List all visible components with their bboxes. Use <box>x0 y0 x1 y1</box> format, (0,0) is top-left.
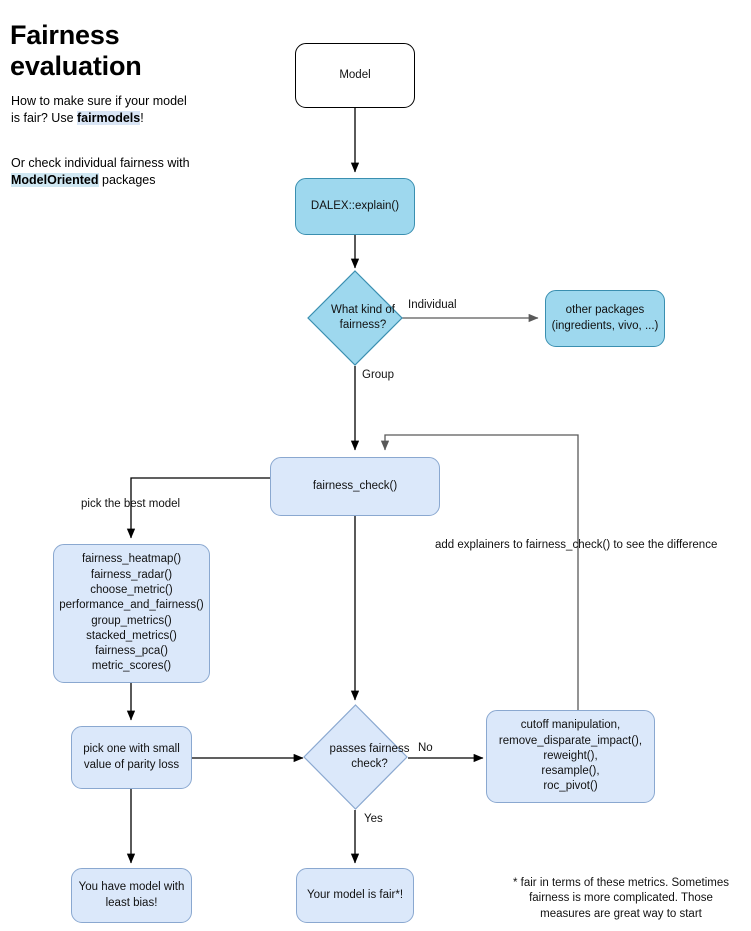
node-what-kind-of-fairness[interactable]: What kind of fairness? <box>307 270 403 366</box>
node-passes-fairness-check-label: passes fairness check? <box>329 742 410 770</box>
node-least-bias-line2: least bias! <box>105 897 158 909</box>
diamond-shape-kind <box>307 270 403 366</box>
node-fairness-check-label: fairness_check() <box>312 479 398 492</box>
intro-paragraph-1: How to make sure if your model is fair? … <box>11 93 191 126</box>
diamond-shape-passes <box>303 704 408 810</box>
node-model-is-fair-result[interactable]: Your model is fair*! <box>296 868 414 923</box>
edge-fairness-check-to-functions <box>126 477 270 539</box>
function-name: performance_and_fairness() <box>59 599 204 612</box>
edge-label-pick-best-model: pick the best model <box>81 498 181 510</box>
mitigation-item: cutoff manipulation, <box>520 719 621 732</box>
node-model[interactable]: Model <box>295 43 415 108</box>
mitigation-item: roc_pivot() <box>543 780 598 793</box>
node-pick-one-line2: value of parity loss <box>83 759 180 771</box>
function-name: fairness_radar() <box>90 568 173 581</box>
node-bias-mitigation[interactable]: cutoff manipulation, remove_disparate_im… <box>486 710 655 803</box>
footnote: * fair in terms of these metrics. Someti… <box>496 876 746 922</box>
function-name: choose_metric() <box>90 583 173 596</box>
node-other-packages-line2: (ingredients, vivo, ...) <box>551 320 659 332</box>
node-least-bias-result[interactable]: You have model with least bias! <box>71 868 192 923</box>
footnote-line-2: fairness is more complicated. Those <box>529 892 713 905</box>
intro-paragraph-2: Or check individual fairness with ModelO… <box>11 155 196 188</box>
footnote-line-3: measures are great way to start <box>540 907 702 920</box>
node-other-packages[interactable]: other packages (ingredients, vivo, ...) <box>545 290 665 347</box>
node-fairness-check[interactable]: fairness_check() <box>270 457 440 516</box>
fairmodels-highlight: fairmodels <box>77 110 141 125</box>
function-name: fairness_heatmap() <box>81 553 182 566</box>
intro-2-text-after: packages <box>98 172 156 187</box>
edge-mitigation-feedback-loop <box>380 434 579 712</box>
node-functions-list[interactable]: fairness_heatmap() fairness_radar() choo… <box>53 544 210 683</box>
intro-2-text-before: Or check individual fairness with <box>11 156 190 170</box>
mitigation-item: remove_disparate_impact(), <box>498 734 643 747</box>
edge-label-individual: Individual <box>408 299 457 311</box>
mitigation-item: resample(), <box>541 765 600 778</box>
page-title: Fairness evaluation <box>10 20 142 82</box>
node-what-kind-of-fairness-label: What kind of fairness? <box>331 303 395 331</box>
edge-label-yes: Yes <box>364 813 383 825</box>
function-name: fairness_pca() <box>95 645 168 658</box>
node-dalex-explain-label: DALEX::explain() <box>310 199 400 212</box>
modeloriented-highlight: ModelOriented <box>11 172 99 187</box>
node-model-label: Model <box>339 68 371 81</box>
edge-label-group: Group <box>362 369 394 381</box>
intro-1-text-after: ! <box>140 110 144 125</box>
function-name: metric_scores() <box>91 660 172 673</box>
node-dalex-explain[interactable]: DALEX::explain() <box>295 178 415 235</box>
mitigation-item: reweight(), <box>543 749 598 762</box>
edge-label-no: No <box>418 742 433 754</box>
edge-label-add-explainers: add explainers to fairness_check() to se… <box>435 539 718 551</box>
intro-1-text-before: How to make sure if your model is fair? … <box>11 94 187 125</box>
node-pick-one-line1: pick one with small <box>83 742 180 755</box>
function-name: stacked_metrics() <box>86 629 177 642</box>
node-pick-one-small-parity-loss[interactable]: pick one with small value of parity loss <box>71 726 192 789</box>
node-passes-fairness-check[interactable]: passes fairness check? <box>303 704 409 810</box>
footnote-line-1: * fair in terms of these metrics. Someti… <box>512 877 729 889</box>
node-model-is-fair-label: Your model is fair*! <box>306 888 404 901</box>
function-name: group_metrics() <box>91 614 172 627</box>
node-least-bias-line1: You have model with <box>78 880 185 893</box>
node-other-packages-line1: other packages <box>565 303 645 316</box>
